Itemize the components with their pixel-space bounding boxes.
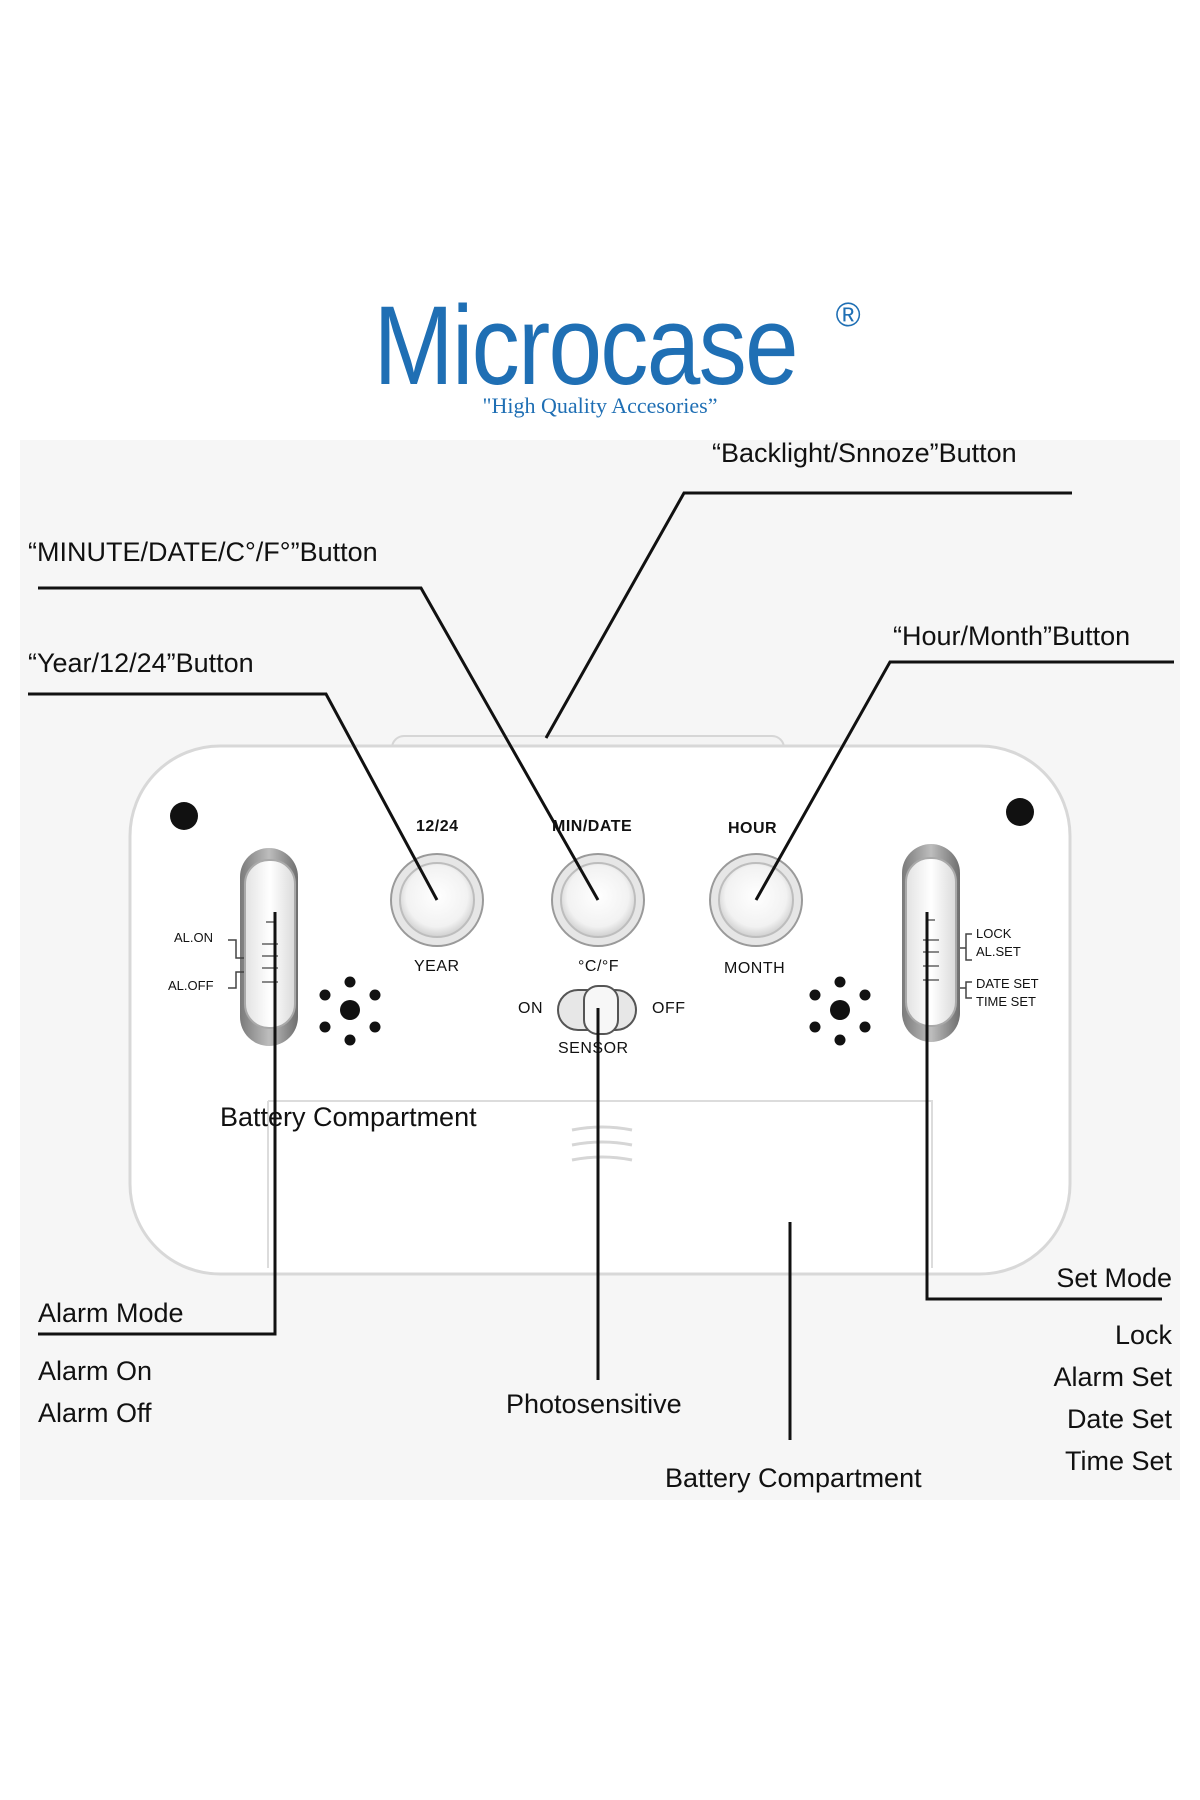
callout-year-1224: “Year/12/24”Button — [28, 648, 254, 678]
alarm-switch-brackets — [228, 939, 244, 989]
callout-alarm-off: Alarm Off — [38, 1398, 152, 1428]
brand-name: Microcase — [373, 283, 799, 408]
leader-hour — [754, 660, 1174, 901]
label-al-set: AL.SET — [976, 944, 1021, 959]
label-month: MONTH — [724, 960, 786, 977]
label-al-off: AL.OFF — [168, 978, 214, 993]
callout-set-mode: Set Mode — [1056, 1263, 1172, 1293]
speaker-grille-left — [319, 976, 381, 1046]
callout-photosensitive: Photosensitive — [506, 1389, 682, 1419]
leader-minute-date — [38, 586, 600, 901]
label-year: YEAR — [414, 958, 460, 975]
brand-tagline: "High Quality Accesories” — [482, 393, 718, 418]
label-min-date: MIN/DATE — [552, 818, 633, 835]
screw-hole-right — [1006, 798, 1034, 826]
callout-minute-date-cf: “MINUTE/DATE/C°/F°”Button — [28, 537, 378, 567]
callout-lock: Lock — [1114, 1320, 1172, 1350]
battery-latch — [571, 1125, 633, 1162]
brand-logo: Microcase® — [0, 290, 1200, 402]
battery-compartment-outline — [267, 1100, 933, 1268]
callout-date-set: Date Set — [1066, 1404, 1172, 1434]
callout-time-set: Time Set — [1064, 1446, 1172, 1476]
speaker-grille-right — [809, 976, 871, 1046]
label-lock: LOCK — [976, 926, 1012, 941]
registered-mark: ® — [835, 296, 861, 334]
leader-year — [28, 692, 439, 901]
mode-switch-brackets — [960, 933, 972, 999]
callout-alarm-set: Alarm Set — [1053, 1362, 1172, 1392]
label-date-set: DATE SET — [976, 976, 1039, 991]
label-sensor: SENSOR — [558, 1040, 629, 1057]
label-al-on: AL.ON — [174, 930, 214, 945]
screw-hole-left — [170, 802, 198, 830]
mode-switch-knob — [905, 857, 957, 1027]
leader-backlight — [544, 491, 1072, 739]
sensor-toggle-knob — [583, 985, 619, 1035]
leader-lines — [28, 491, 1174, 1440]
callout-alarm-on: Alarm On — [38, 1356, 153, 1386]
callout-battery-compartment-bottom: Battery Compartment — [665, 1463, 922, 1493]
callout-battery-compartment-top: Battery Compartment — [220, 1102, 477, 1132]
callout-alarm-mode: Alarm Mode — [38, 1298, 184, 1328]
label-sensor-off: OFF — [652, 1000, 686, 1017]
callout-backlight-snooze: “Backlight/Snnoze”Button — [712, 438, 1017, 468]
label-time-set: TIME SET — [976, 994, 1036, 1009]
leader-set-mode — [925, 912, 1162, 1301]
label-cf: °C/°F — [578, 958, 620, 975]
callout-hour-month: “Hour/Month”Button — [893, 621, 1131, 651]
label-1224: 12/24 — [416, 818, 459, 835]
label-sensor-on: ON — [518, 1000, 543, 1017]
label-hour: HOUR — [728, 820, 778, 837]
leader-alarm-mode — [38, 912, 277, 1336]
